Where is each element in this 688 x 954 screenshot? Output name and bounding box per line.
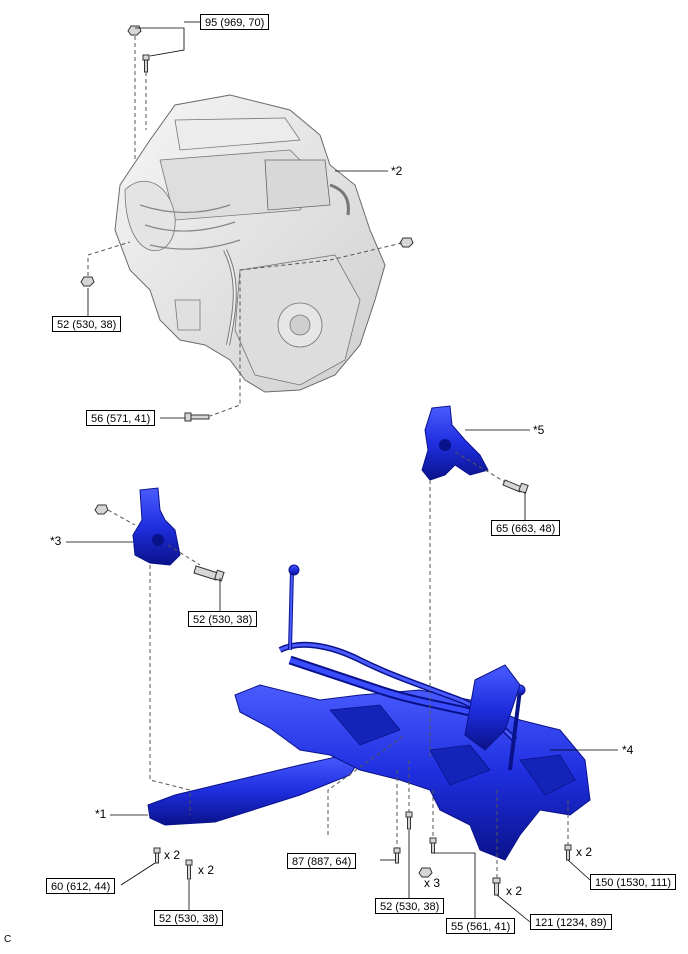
torque-spec-52-center: 52 (530, 38) <box>375 898 445 914</box>
quantity-55: x 3 <box>424 876 441 890</box>
callout-1: *1 <box>95 807 107 821</box>
callout-5: *5 <box>533 423 545 437</box>
quantity-150: x 2 <box>576 845 593 859</box>
torque-spec-52-front: 52 (530, 38) <box>154 910 224 926</box>
torque-spec-60: 60 (612, 44) <box>46 878 116 894</box>
torque-spec-87: 87 (887, 64) <box>287 853 357 869</box>
figure-code: C <box>4 934 12 945</box>
torque-spec-150: 150 (1530, 111) <box>590 874 677 890</box>
torque-spec-95: 95 (969, 70) <box>200 14 270 30</box>
engine-assembly <box>114 94 386 393</box>
torque-spec-52-mount: 52 (530, 38) <box>188 611 258 627</box>
torque-spec-55: 55 (561, 41) <box>446 918 516 934</box>
callout-2: *2 <box>391 164 403 178</box>
callout-3: *3 <box>50 534 62 548</box>
torque-spec-56: 56 (571, 41) <box>86 410 156 426</box>
leader-lines <box>66 21 618 923</box>
quantity-52: x 2 <box>198 863 215 877</box>
callout-4: *4 <box>622 743 634 757</box>
engine-mount-left <box>132 487 181 566</box>
engine-mount-right <box>421 405 489 481</box>
quantity-60: x 2 <box>164 848 181 862</box>
fasteners <box>80 25 572 896</box>
torque-spec-121: 121 (1234, 89) <box>530 914 612 930</box>
torque-spec-65: 65 (663, 48) <box>491 520 561 536</box>
assembly-guide-lines <box>87 36 569 878</box>
front-suspension-crossmember <box>147 564 591 861</box>
torque-spec-52-engine: 52 (530, 38) <box>52 316 122 332</box>
quantity-121: x 2 <box>506 884 523 898</box>
